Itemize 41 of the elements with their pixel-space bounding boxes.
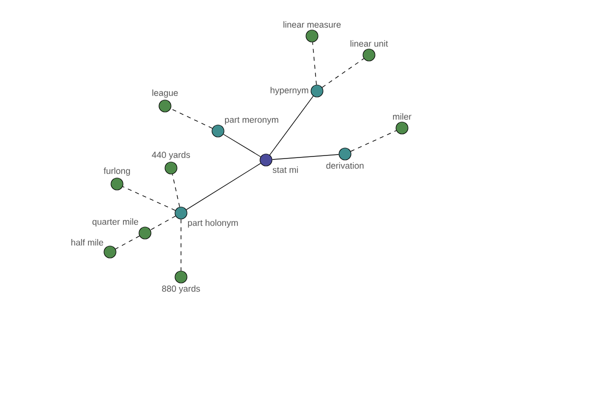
graph-node: furlong [104,167,130,190]
connector-line [180,218,182,272]
node-label: furlong [104,167,130,176]
node-label: linear measure [283,21,341,28]
graph-node: 880 yards [162,270,200,294]
graph-node: linear unit [350,40,388,62]
connector-line [170,108,213,129]
connector-line [186,162,262,210]
connector-line [272,154,340,160]
node-label: part meronym [225,117,278,125]
connector-line [312,42,317,86]
graph-node: half mile [71,239,116,258]
node-label: derivation [326,162,364,169]
graph-node: derivation [326,148,364,169]
graph-node: league [152,89,178,112]
connector-line [115,236,140,250]
node-label: hypernym [270,86,308,96]
graph-node: stat mi [260,154,298,173]
graph-node: 440 yards [152,151,190,174]
connector-line [350,130,397,152]
connector-line [322,58,364,88]
node-label: linear unit [350,40,388,47]
graph-node: part meronym [212,117,278,138]
connector-line [223,134,261,158]
node-label: half mile [71,239,104,246]
graph-node: quarter mile [92,218,152,240]
connector-line [172,174,180,208]
node-label: miler [393,113,412,120]
graph-node: part holonym [174,206,238,228]
node-label: quarter mile [92,218,138,227]
node-label: part holonym [188,219,238,228]
node-label: stat mi [272,166,298,173]
connector-line [122,186,176,211]
node-label: league [152,89,178,98]
graph-node: hypernym [270,84,324,98]
node-label: 880 yards [162,285,200,294]
connector-line [150,216,176,230]
connector-line [269,96,314,156]
node-label: 440 yards [152,151,190,160]
graph-node: linear measure [284,21,341,42]
graph-node: miler [393,113,412,134]
